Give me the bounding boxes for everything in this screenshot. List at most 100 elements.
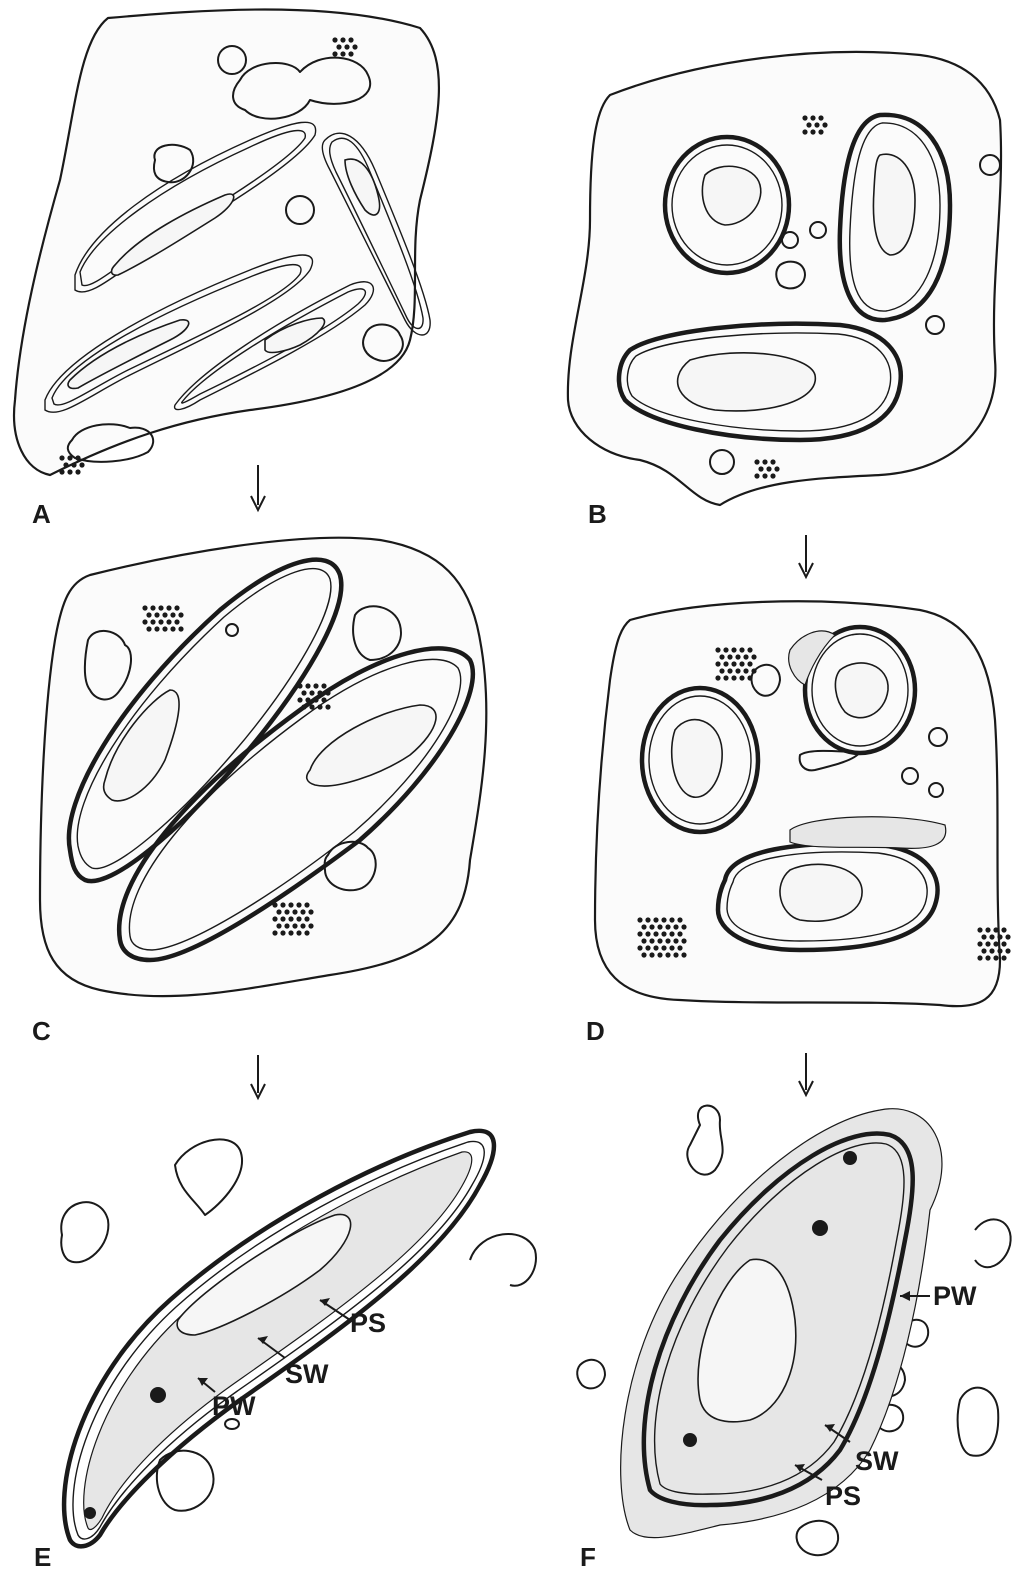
granule-dot	[661, 945, 666, 950]
granule-dot	[770, 459, 775, 464]
granule-dot	[288, 902, 293, 907]
panel-f-label-sw: SW	[855, 1446, 899, 1476]
panel-f-label-ps: PS	[825, 1481, 861, 1511]
granule-dot	[818, 115, 823, 120]
granule-dot	[154, 612, 159, 617]
granule-dot	[770, 473, 775, 478]
granule-dot	[681, 952, 686, 957]
granule-dot	[806, 122, 811, 127]
granule-dot	[727, 668, 732, 673]
granule-dot	[669, 917, 674, 922]
granule-dot	[296, 930, 301, 935]
granule-dot	[146, 612, 151, 617]
panel-c-host-cell	[40, 538, 486, 996]
granule-dot	[989, 948, 994, 953]
granule-dot	[308, 909, 313, 914]
granule-dot	[301, 690, 306, 695]
granule-dot	[997, 934, 1002, 939]
granule-dot	[810, 129, 815, 134]
granule-dot	[641, 924, 646, 929]
granule-dot	[1001, 941, 1006, 946]
panel-f-label: F	[580, 1542, 596, 1572]
granule-dot	[677, 945, 682, 950]
granule-dot	[142, 619, 147, 624]
granule-dot	[719, 654, 724, 659]
granule-dot	[751, 654, 756, 659]
granule-dot	[178, 626, 183, 631]
granule-dot	[309, 690, 314, 695]
granule-dot	[59, 455, 64, 460]
granule-dot	[723, 675, 728, 680]
panel-f-label-pw: PW	[933, 1281, 977, 1311]
granule-dot	[661, 917, 666, 922]
panel-a: A	[14, 10, 439, 530]
granule-dot	[762, 459, 767, 464]
granule-dot	[719, 668, 724, 673]
arrow-a-to-c	[251, 465, 265, 510]
granule-dot	[735, 668, 740, 673]
arrow-d-to-f	[799, 1053, 813, 1095]
panel-f-debris	[687, 1106, 722, 1175]
granule-dot	[276, 923, 281, 928]
granule-dot	[743, 654, 748, 659]
granule-dot	[814, 122, 819, 127]
panel-c-label: C	[32, 1016, 51, 1046]
granule-dot	[166, 619, 171, 624]
granule-dot	[735, 654, 740, 659]
granule-dot	[162, 626, 167, 631]
panel-a-host-cell	[14, 10, 439, 476]
granule-dot	[754, 459, 759, 464]
granule-dot	[1001, 955, 1006, 960]
granule-dot	[305, 697, 310, 702]
granule-dot	[977, 941, 982, 946]
granule-dot	[731, 675, 736, 680]
granule-dot	[673, 938, 678, 943]
granule-dot	[304, 930, 309, 935]
granule-dot	[985, 955, 990, 960]
granule-dot	[637, 931, 642, 936]
panel-e-debris	[175, 1139, 242, 1215]
panel-b: B	[568, 52, 1001, 529]
granule-dot	[308, 923, 313, 928]
granule-dot	[731, 647, 736, 652]
granule-dot	[645, 945, 650, 950]
granule-dot	[977, 927, 982, 932]
granule-dot	[723, 661, 728, 666]
granule-dot	[297, 683, 302, 688]
granule-dot	[985, 927, 990, 932]
granule-dot	[158, 605, 163, 610]
granule-dot	[754, 473, 759, 478]
granule-dot	[673, 924, 678, 929]
granule-dot	[997, 948, 1002, 953]
granule-dot	[669, 931, 674, 936]
granule-dot	[637, 945, 642, 950]
panel-e: PS SW PW E	[34, 1131, 536, 1572]
granule-dot	[150, 619, 155, 624]
granule-dot	[758, 466, 763, 471]
granule-dot	[993, 955, 998, 960]
granule-dot	[284, 909, 289, 914]
granule-dot	[67, 455, 72, 460]
granule-dot	[150, 605, 155, 610]
granule-dot	[993, 927, 998, 932]
granule-dot	[317, 704, 322, 709]
granule-dot	[162, 612, 167, 617]
granule-dot	[822, 122, 827, 127]
granule-dot	[344, 44, 349, 49]
granule-dot	[288, 930, 293, 935]
granule-dot	[348, 51, 353, 56]
panel-f: PW SW PS F	[577, 1106, 1010, 1572]
granule-dot	[665, 938, 670, 943]
granule-dot	[981, 948, 986, 953]
granule-dot	[810, 115, 815, 120]
granule-dot	[665, 924, 670, 929]
granule-dot	[300, 923, 305, 928]
granule-dot	[677, 931, 682, 936]
granule-dot	[348, 37, 353, 42]
granule-dot	[774, 466, 779, 471]
arrow-b-to-d	[799, 535, 813, 577]
granule-dot	[677, 917, 682, 922]
granule-dot	[272, 916, 277, 921]
granule-dot	[747, 661, 752, 666]
granule-dot	[747, 675, 752, 680]
